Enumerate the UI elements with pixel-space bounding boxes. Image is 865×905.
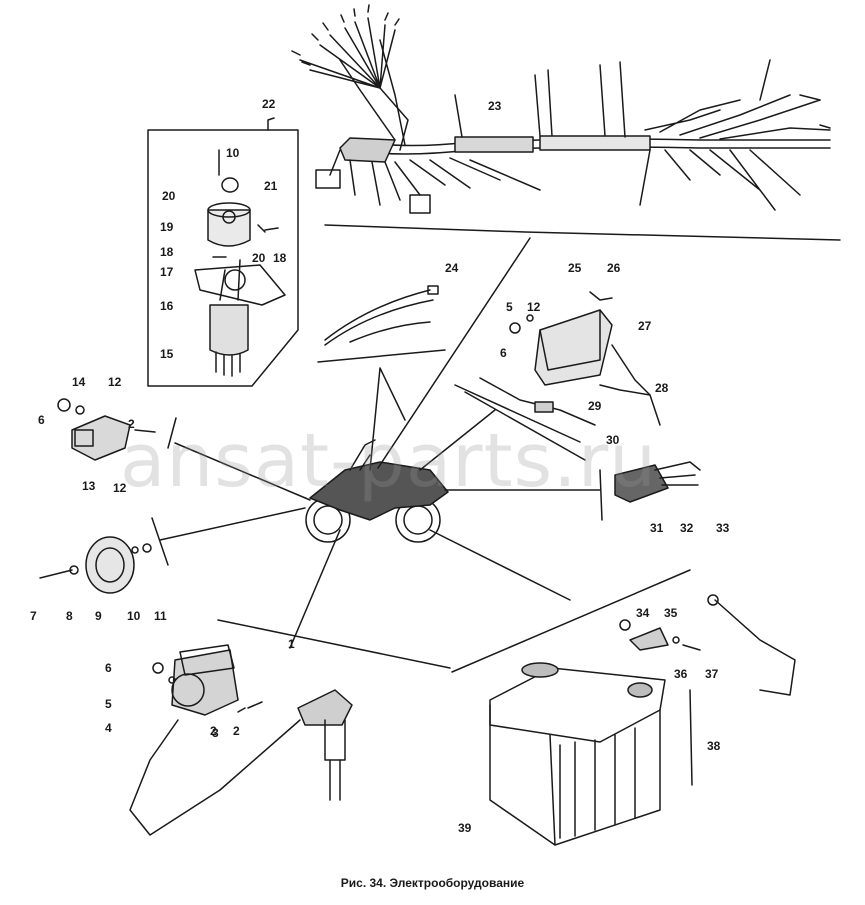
label-19: 19 [160, 220, 174, 234]
label-17: 17 [160, 265, 174, 279]
label-6-regulator: 6 [500, 346, 507, 360]
label-18-left: 18 [160, 245, 174, 259]
label-32: 32 [680, 521, 694, 535]
label-34: 34 [636, 606, 650, 620]
label-2-flasher: 2 [128, 417, 135, 431]
wire-24 [324, 285, 439, 346]
label-20-right: 20 [252, 251, 266, 265]
label-31: 31 [650, 521, 664, 535]
flasher-13 [57, 398, 156, 461]
label-29: 29 [588, 399, 602, 413]
label-12-regulator: 12 [527, 300, 541, 314]
label-38: 38 [707, 739, 721, 753]
label-18-right: 18 [273, 251, 287, 265]
battery-cable-33 [619, 594, 796, 696]
label-15: 15 [160, 347, 174, 361]
label-6-coil: 6 [105, 661, 112, 675]
motorcycle [305, 439, 449, 543]
relay-31 [614, 461, 701, 503]
label-8: 8 [66, 609, 73, 623]
spark-plug-cap-1 [297, 689, 353, 801]
label-6-flasher: 6 [38, 413, 45, 427]
label-13: 13 [82, 479, 96, 493]
label-36: 36 [674, 667, 688, 681]
label-10-switch: 10 [226, 146, 240, 160]
label-3: 3 [212, 726, 219, 740]
label-2-coil: 2 [233, 724, 240, 738]
label-10-horn: 10 [127, 609, 141, 623]
label-24: 24 [445, 261, 459, 275]
leader-lines [151, 237, 691, 673]
label-37: 37 [705, 667, 719, 681]
ignition-coil-4 [129, 644, 301, 836]
label-16: 16 [160, 299, 174, 313]
label-22: 22 [262, 97, 276, 111]
label-14: 14 [72, 375, 86, 389]
ignition-switch-assembly [147, 117, 299, 387]
label-2-extra: 2 [210, 724, 217, 738]
label-39: 39 [458, 821, 472, 835]
label-33: 33 [716, 521, 730, 535]
label-11: 11 [154, 609, 167, 623]
label-12-flasher-bottom: 12 [113, 481, 127, 495]
label-23: 23 [488, 99, 502, 113]
figure-caption: Рис. 34. Электрооборудование [340, 876, 525, 890]
label-26: 26 [607, 261, 621, 275]
horn-9 [39, 536, 152, 594]
label-35: 35 [664, 606, 678, 620]
label-28: 28 [655, 381, 669, 395]
label-25: 25 [568, 261, 582, 275]
label-9: 9 [95, 609, 102, 623]
label-5-regulator: 5 [506, 300, 513, 314]
label-5-coil: 5 [105, 697, 112, 711]
wire-29 [464, 377, 596, 461]
label-30: 30 [606, 433, 620, 447]
wiring-harness [291, 4, 841, 241]
label-27: 27 [638, 319, 652, 333]
part-number-labels: 1 2 2 2 3 4 5 5 6 6 6 7 8 9 10 10 11 12 … [30, 97, 730, 835]
label-12-flasher-top: 12 [108, 375, 122, 389]
label-4: 4 [105, 721, 112, 735]
battery-39 [489, 662, 693, 846]
watermark-text: ansat-parts.ru [120, 418, 658, 504]
label-20-left: 20 [162, 189, 176, 203]
label-1: 1 [288, 637, 295, 651]
relay-regulator-25 [509, 291, 661, 426]
label-21: 21 [264, 179, 278, 193]
label-7: 7 [30, 609, 37, 623]
